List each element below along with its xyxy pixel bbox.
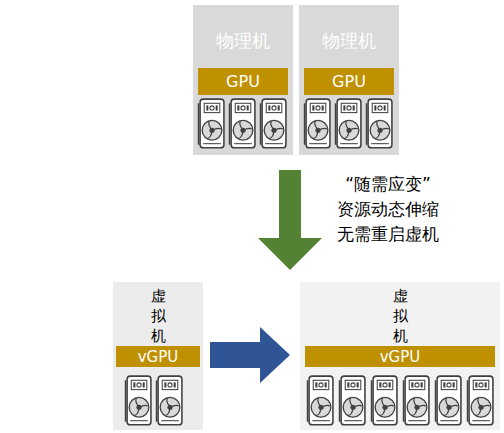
machine-label: 虚 拟 机	[391, 286, 410, 346]
gpu-label: GPU	[332, 72, 366, 91]
annotation-text: “随需应变” 资源动态伸缩 无需重启虚机	[322, 172, 454, 247]
machine-label: 物理机	[193, 29, 293, 53]
machine-box: 虚 拟 机 vGPU	[300, 282, 500, 430]
scale-down-arrow	[258, 170, 322, 270]
machine-box: 物理机 GPU	[193, 5, 293, 155]
gpu-bar: vGPU	[305, 346, 495, 367]
gpu-label: vGPU	[380, 348, 421, 366]
gpu-label: vGPU	[138, 348, 179, 366]
gpu-bar: vGPU	[116, 346, 200, 367]
gpu-bar: GPU	[198, 68, 288, 95]
gpu-bar: GPU	[304, 68, 394, 95]
machine-box: 虚 拟 机 vGPU	[113, 282, 203, 430]
machine-box: 物理机 GPU	[299, 5, 399, 155]
machine-label: 虚 拟 机	[149, 286, 168, 346]
block-arrow	[210, 327, 290, 383]
gpu-label: GPU	[226, 72, 260, 91]
machine-label: 物理机	[299, 29, 399, 53]
